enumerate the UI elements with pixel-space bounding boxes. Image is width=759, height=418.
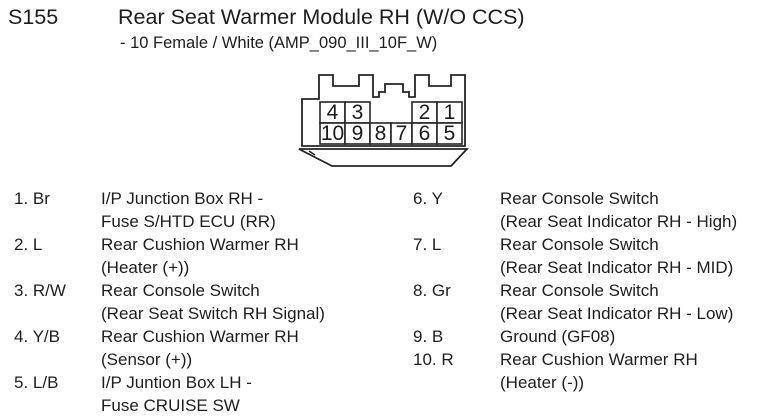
connector-skirt	[298, 148, 470, 167]
pin-cell-number: 2	[419, 101, 431, 124]
pin-description: Rear Console Switch (Rear Seat Indicator …	[500, 187, 759, 233]
pin-row: 5. L/B I/P Juntion Box LH - Fuse CRUISE S…	[14, 371, 398, 417]
page-title: Rear Seat Warmer Module RH (W/O CCS)	[118, 5, 525, 29]
pin-label: 7. L	[413, 235, 442, 254]
pin-description-line: Rear Console Switch	[500, 235, 659, 254]
pin-row: 4. Y/B Rear Cushion Warmer RH (Sensor (+)…	[14, 325, 398, 371]
pin-description-line: Rear Cushion Warmer RH	[101, 235, 299, 254]
pin-label: 2. L	[14, 235, 43, 254]
pin-description: I/P Junction Box RH - Fuse S/HTD ECU (RR)	[101, 187, 398, 233]
pin-label: 5. L/B	[14, 373, 59, 392]
pin-cell	[436, 122, 463, 145]
connector-skirt-mark	[308, 150, 316, 156]
pin-description: Rear Cushion Warmer RH (Sensor (+))	[101, 325, 398, 371]
pin-description-line: Rear Console Switch	[500, 281, 659, 300]
pin-cell-number: 7	[396, 122, 408, 145]
pin-row: 7. L Rear Console Switch (Rear Seat Indic…	[413, 233, 759, 279]
pin-cell-number: 1	[444, 101, 456, 124]
pin-description-line: I/P Junction Box RH -	[101, 189, 264, 208]
pin-description: Rear Cushion Warmer RH (Heater (+))	[101, 233, 398, 279]
pin-description: I/P Juntion Box LH - Fuse CRUISE SW	[101, 371, 398, 417]
pin-label: 8. Gr	[413, 281, 451, 300]
pin-description-line: Rear Console Switch	[101, 281, 260, 300]
pin-description: Ground (GF08)	[500, 325, 759, 348]
pin-cell-number: 8	[375, 122, 387, 145]
pin-description-line: (Rear Seat Indicator RH - MID)	[500, 258, 734, 277]
pin-description-line: Rear Cushion Warmer RH	[101, 327, 299, 346]
pin-row: 6. Y Rear Console Switch (Rear Seat Indic…	[413, 187, 759, 233]
pin-row: 1. Br I/P Junction Box RH - Fuse S/HTD EC…	[14, 187, 398, 233]
pin-description-line: (Sensor (+))	[101, 350, 193, 369]
pin-description: Rear Console Switch (Rear Seat Indicator …	[500, 233, 759, 279]
pin-description-line: (Rear Seat Switch RH Signal)	[101, 304, 325, 323]
pin-label: 1. Br	[14, 189, 50, 208]
pin-cell-number: 10	[321, 122, 344, 145]
pin-cell-number: 3	[352, 101, 364, 124]
pin-cell-number: 4	[327, 101, 339, 124]
pin-description-line: Fuse CRUISE SW	[101, 396, 240, 415]
pin-description-line: (Heater (+))	[101, 258, 190, 277]
pin-cell-number: 9	[352, 122, 364, 145]
pin-label: 6. Y	[413, 189, 443, 208]
pin-description-line: (Heater (-))	[500, 373, 585, 392]
pin-description-line: (Rear Seat Indicator RH - Low)	[500, 304, 734, 323]
pin-cell-number: 6	[419, 122, 431, 145]
pin-description-line: (Rear Seat Indicator RH - High)	[500, 212, 738, 231]
connector-code: S155	[8, 5, 59, 29]
pin-label: 4. Y/B	[14, 327, 60, 346]
pin-description: Rear Console Switch (Rear Seat Indicator …	[500, 279, 759, 325]
pin-row: 8. Gr Rear Console Switch (Rear Seat Indi…	[413, 279, 759, 325]
connector-spec: - 10 Female / White (AMP_090_III_10F_W)	[120, 34, 438, 52]
pin-row: 10. R Rear Cushion Warmer RH (Heater (-))	[413, 348, 759, 394]
pin-row: 9. B Ground (GF08)	[413, 325, 759, 348]
pin-row: 3. R/W Rear Console Switch (Rear Seat Swi…	[14, 279, 398, 325]
pin-label: 9. B	[413, 327, 444, 346]
pin-description-line: Ground (GF08)	[500, 327, 616, 346]
pin-cell-number: 5	[444, 122, 456, 145]
pin-row: 2. L Rear Cushion Warmer RH (Heater (+))	[14, 233, 398, 279]
pin-description-line: I/P Juntion Box LH -	[101, 373, 252, 392]
pin-description-line: Rear Cushion Warmer RH	[500, 350, 698, 369]
pin-label: 3. R/W	[14, 281, 66, 300]
pin-description-line: Fuse S/HTD ECU (RR)	[101, 212, 276, 231]
pin-list-left: 1. Br I/P Junction Box RH - Fuse S/HTD EC…	[14, 187, 398, 417]
pin-description-line: Rear Console Switch	[500, 189, 659, 208]
pin-description: Rear Cushion Warmer RH (Heater (-))	[500, 348, 759, 394]
pin-list-right: 6. Y Rear Console Switch (Rear Seat Indic…	[413, 187, 759, 394]
pin-label: 10. R	[413, 350, 454, 369]
pin-description: Rear Console Switch (Rear Seat Switch RH …	[101, 279, 398, 325]
